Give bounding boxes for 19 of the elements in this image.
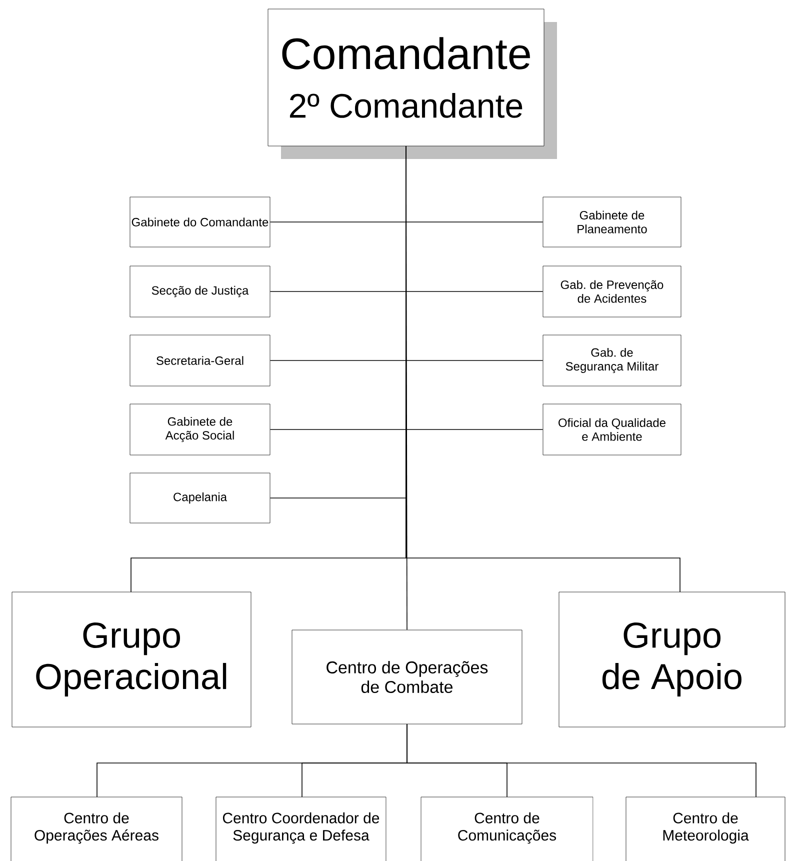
center-box: Centro de Operações de Combate (292, 630, 522, 724)
center-box: Centro de Meteorologia (626, 796, 786, 861)
office-box: Gab. de Prevenção de Acidentes (542, 266, 682, 318)
office-box: Capelania (130, 472, 270, 524)
commander-box: Comandante 2º Comandante (268, 8, 557, 159)
office-box: Secção de Justiça (130, 266, 270, 318)
group-box: Grupo de Apoio (558, 592, 786, 728)
office-box: Oficial da Qualidade e Ambiente (542, 404, 682, 456)
connector-line (406, 146, 680, 592)
group-box: Grupo Operacional (12, 592, 252, 728)
office-box: Gabinete de Acção Social (130, 404, 270, 456)
office-box: Secretaria-Geral (130, 334, 270, 386)
center-box: Centro de Operações Aéreas (10, 796, 182, 861)
office-box: Gabinete do Comandante (130, 196, 270, 248)
office-box: Gab. de Segurança Militar (542, 334, 682, 386)
office-box: Gabinete de Planeamento (542, 196, 682, 248)
center-box: Centro de Comunicações (420, 796, 594, 861)
center-box: Centro Coordenador de Segurança e Defesa (216, 796, 386, 861)
connector-line (406, 724, 756, 798)
